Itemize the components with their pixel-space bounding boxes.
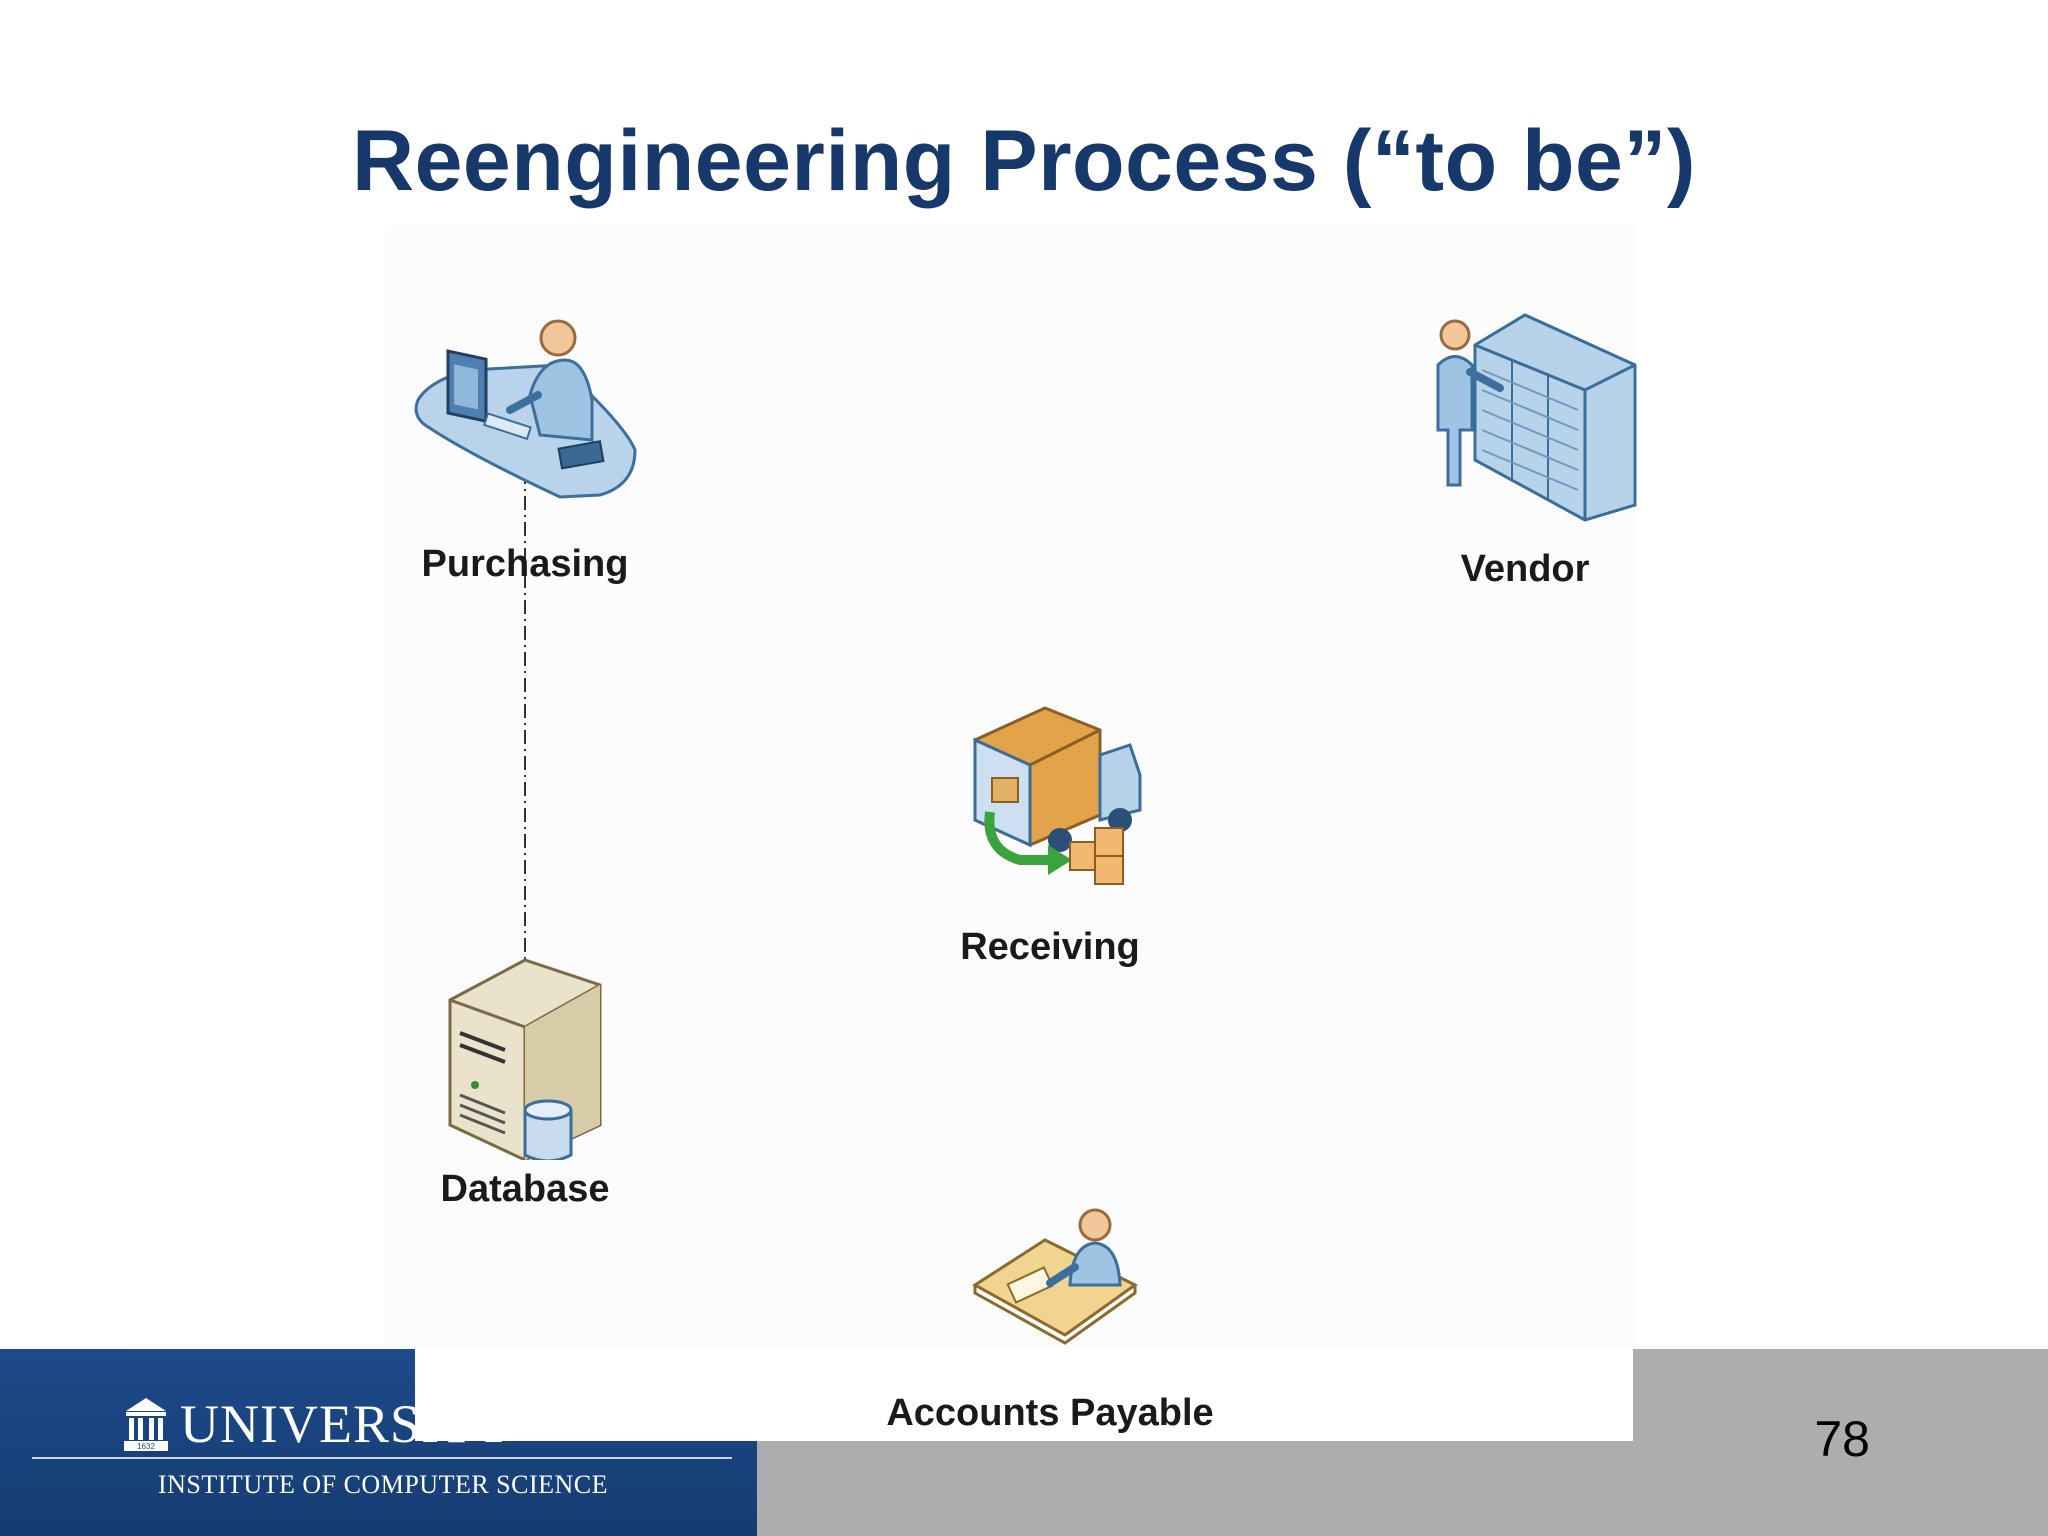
diagram-overflow-panel bbox=[415, 1349, 1633, 1441]
university-building-icon: 1632 bbox=[124, 1398, 168, 1451]
page-number: 78 bbox=[1814, 1411, 1870, 1467]
database-server-icon bbox=[448, 958, 602, 1160]
receiving-delivery-truck-icon bbox=[973, 706, 1142, 885]
accounts-payable-label-overlay: Accounts Payable bbox=[886, 1392, 1214, 1434]
purchasing-label: Purchasing bbox=[421, 543, 629, 585]
database-label: Database bbox=[440, 1168, 610, 1210]
purchasing-workstation-icon bbox=[414, 319, 637, 499]
footer-divider bbox=[32, 1457, 732, 1459]
institute-name: INSTITUTE OF COMPUTER SCIENCE bbox=[158, 1470, 609, 1499]
receiving-label: Receiving bbox=[960, 926, 1140, 968]
purchasing-database-connector bbox=[524, 470, 526, 965]
slide-title: Reengineering Process (“to be”) bbox=[351, 113, 1696, 209]
vendor-label: Vendor bbox=[1460, 548, 1590, 590]
accounts-payable-clerk-icon bbox=[972, 1208, 1138, 1345]
vendor-server-rack-icon bbox=[1436, 313, 1637, 522]
svg-text:1632: 1632 bbox=[137, 1442, 155, 1451]
